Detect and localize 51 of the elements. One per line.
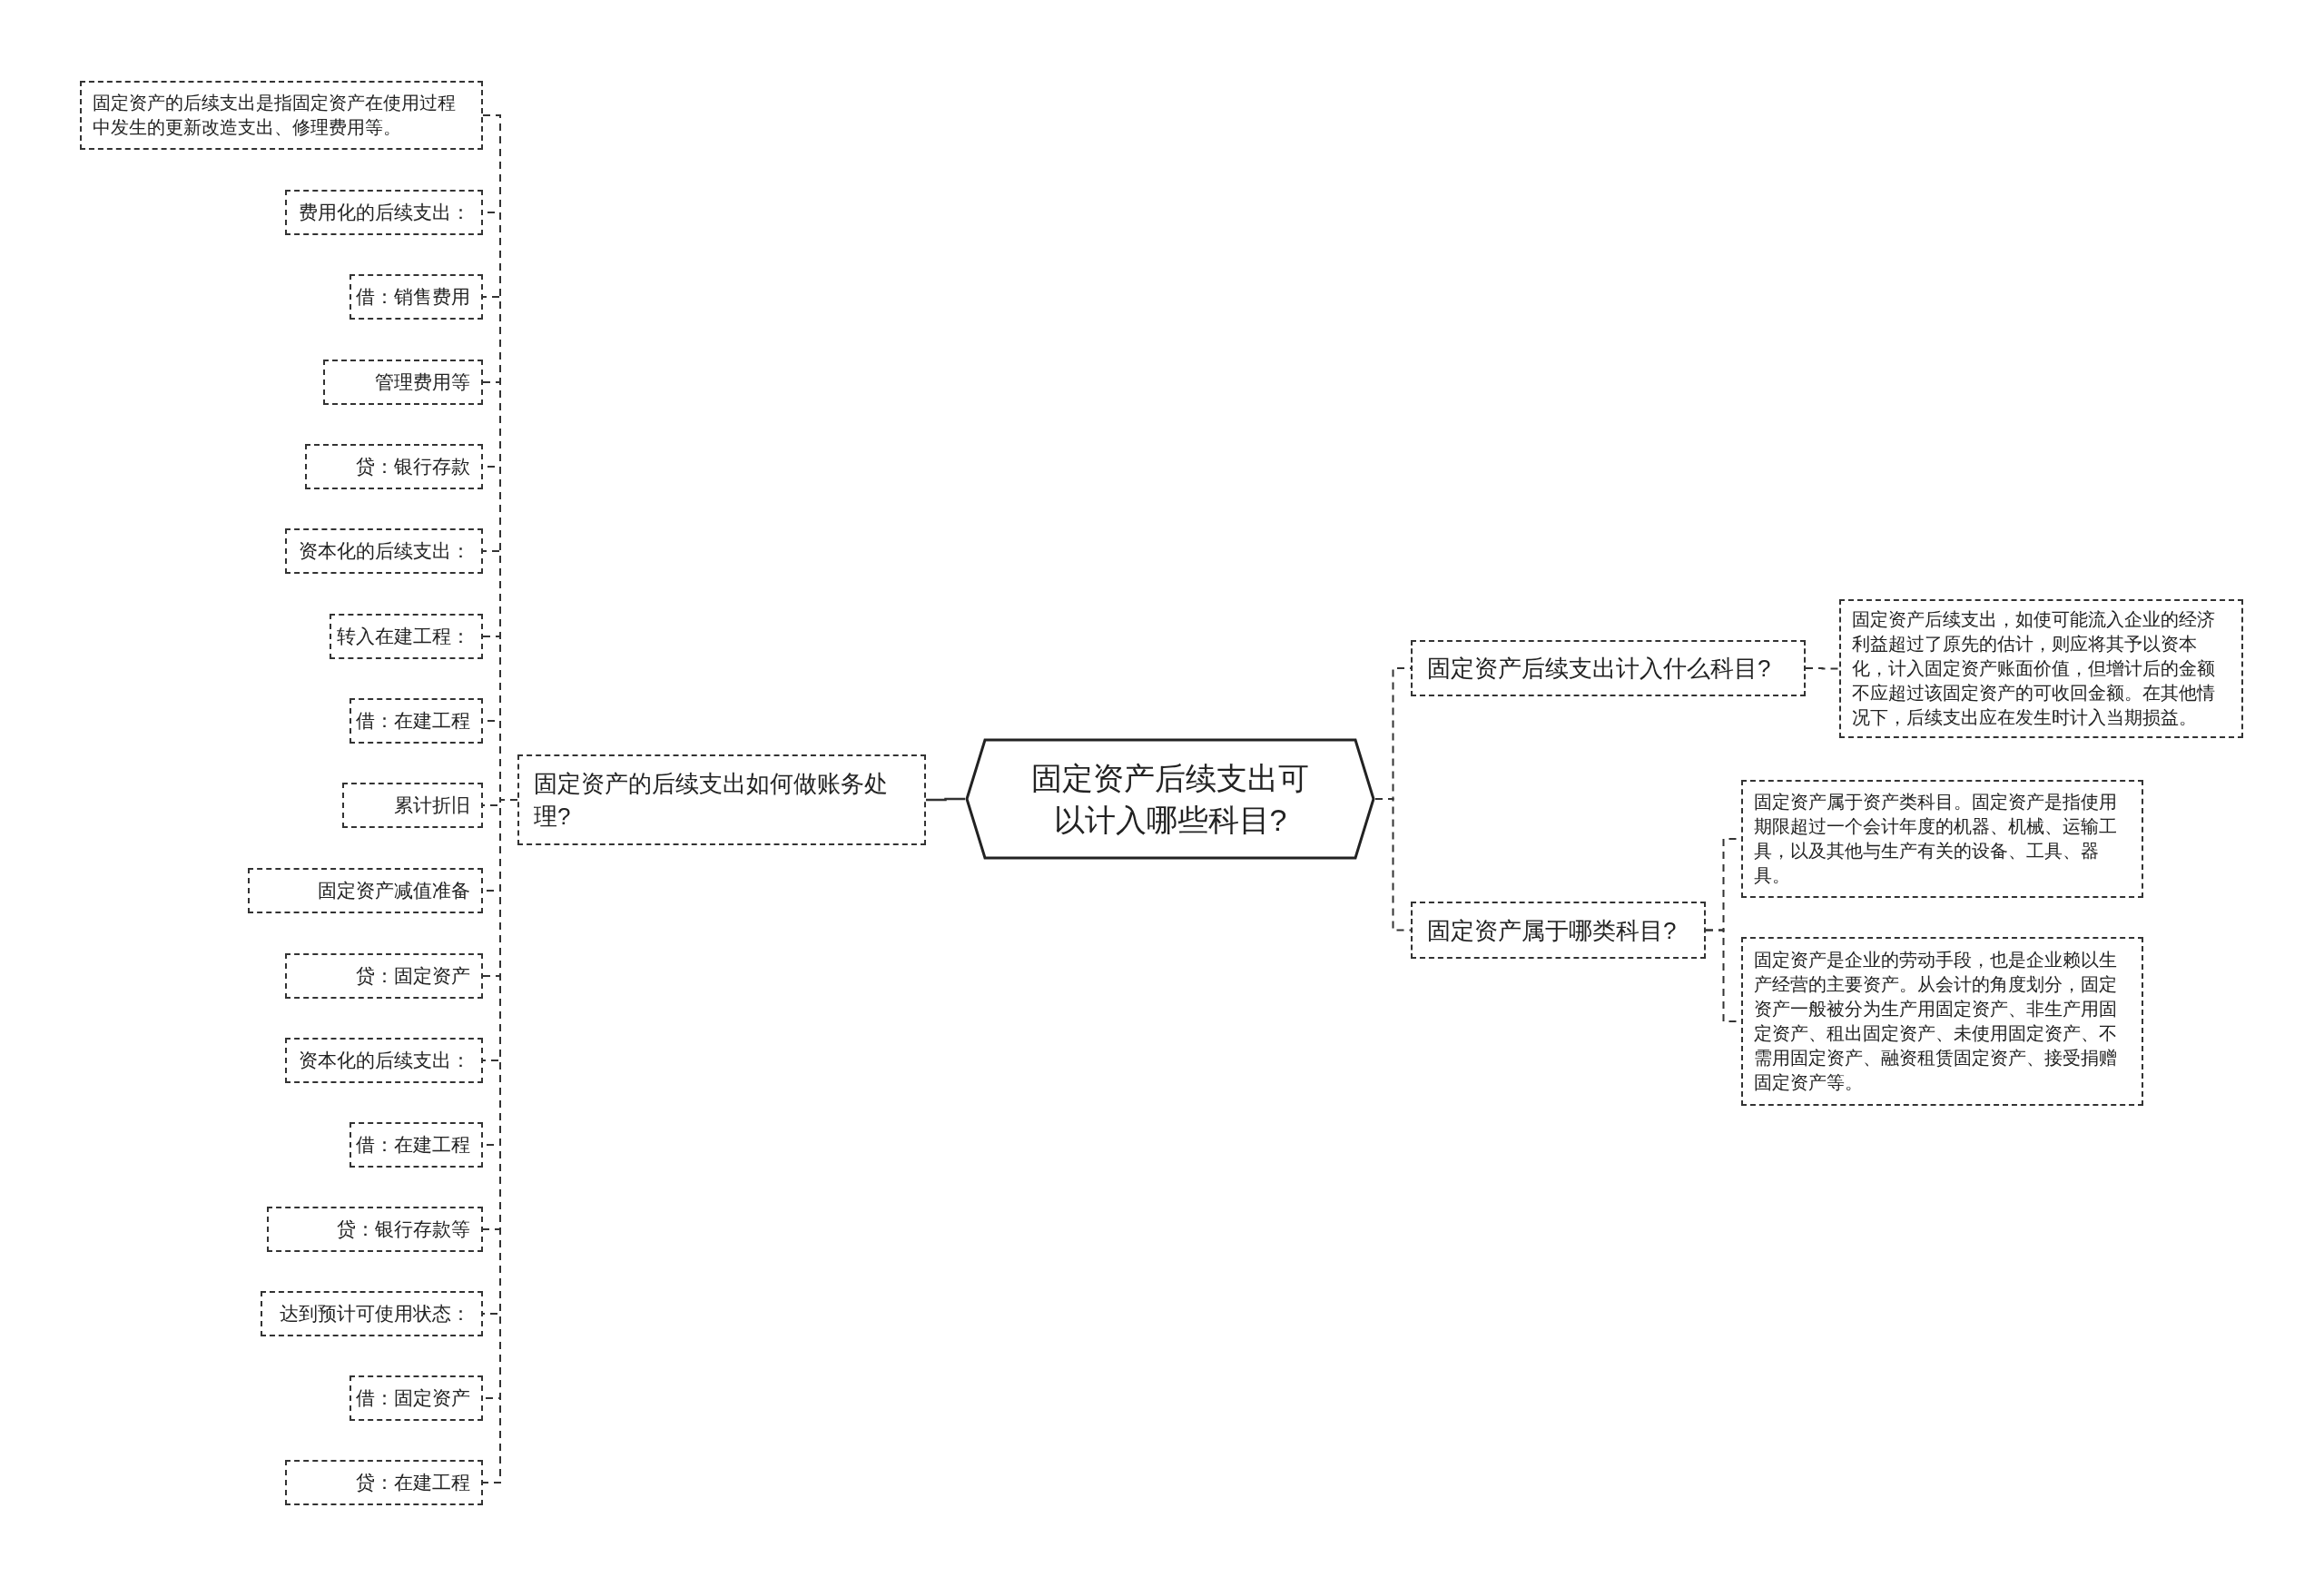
- connector-line: [1374, 798, 1412, 932]
- central-topic: [965, 738, 1375, 860]
- note-text: 借：在建工程: [356, 1133, 470, 1157]
- note-text: 固定资产减值准备: [318, 879, 470, 902]
- leaf-box: [342, 783, 483, 828]
- leaf-box: [350, 1375, 483, 1421]
- note-text: 借：固定资产: [356, 1386, 470, 1410]
- leaf-box: [305, 444, 483, 489]
- note-box: [1839, 599, 2243, 738]
- leaf-box: [285, 190, 483, 235]
- branch-box: [1411, 640, 1806, 696]
- note-text: 借：销售费用: [356, 285, 470, 309]
- connector-line: [1805, 667, 1840, 670]
- leaf-box: [285, 528, 483, 574]
- note-text: 固定资产是企业的劳动手段，也是企业赖以生产经营的主要资产。从会计的角度划分，固定资产一般被分为生产用固定资产、非生产用固定资产、租出固定资产、未使用固定资产、不需用固定资产、融资租赁固定资产、接受捐赠固定资产等。: [1754, 949, 2118, 1094]
- note-box: [80, 81, 483, 150]
- leaf-box: [350, 698, 483, 744]
- leaf-box: [261, 1291, 483, 1336]
- note-text: 固定资产后续支出，如使可能流入企业的经济利益超过了原先的估计，则应将其予以资本化，计入固定资产账面价值，但增计后的金额不应超过该固定资产的可收回金额。在其他情况下，后续支出应在发生时计入当期损益。: [1852, 608, 2216, 729]
- leaf-box: [323, 360, 483, 405]
- note-text: 管理费用等: [375, 370, 470, 394]
- leaf-box: [350, 1122, 483, 1168]
- note-text: 固定资产的后续支出是指固定资产在使用过程中发生的更新改造支出、修理费用等。: [93, 92, 457, 139]
- leaf-box: [248, 868, 483, 913]
- leaf-box: [285, 953, 483, 999]
- note-text: 累计折旧: [394, 794, 470, 817]
- leaf-box: [285, 1038, 483, 1083]
- note-box: [1741, 937, 2143, 1106]
- note-text: 达到预计可使用状态：: [280, 1302, 470, 1326]
- note-text: 贷：在建工程: [356, 1471, 470, 1494]
- note-text: 固定资产属于资产类科目。固定资产是指使用期限超过一个会计年度的机器、机械、运输工具，以及其他与生产有关的设备、工具、器具。: [1754, 791, 2118, 887]
- branch-box: [1411, 902, 1706, 959]
- topic-text: 固定资产后续支出可以计入哪些科目?: [1030, 760, 1310, 839]
- leaf-box: [330, 614, 483, 659]
- branch-box: [517, 754, 926, 845]
- note-box: [1741, 780, 2143, 898]
- branch-text: 固定资产的后续支出如何做账务处理?: [534, 769, 889, 832]
- note-text: 贷：银行存款: [356, 455, 470, 478]
- connector-line: [926, 797, 965, 802]
- leaf-box: [350, 274, 483, 320]
- note-text: 费用化的后续支出：: [299, 201, 470, 224]
- note-text: 贷：银行存款等: [337, 1217, 470, 1241]
- note-text: 借：在建工程: [356, 709, 470, 733]
- branch-text: 固定资产属于哪类科目?: [1427, 915, 1677, 946]
- leaf-box: [285, 1460, 483, 1505]
- leaf-box: [267, 1207, 483, 1252]
- note-text: 转入在建工程：: [337, 625, 470, 648]
- branch-text: 固定资产后续支出计入什么科目?: [1427, 654, 1771, 684]
- note-text: 资本化的后续支出：: [299, 539, 470, 563]
- note-text: 贷：固定资产: [356, 964, 470, 988]
- note-text: 资本化的后续支出：: [299, 1049, 470, 1072]
